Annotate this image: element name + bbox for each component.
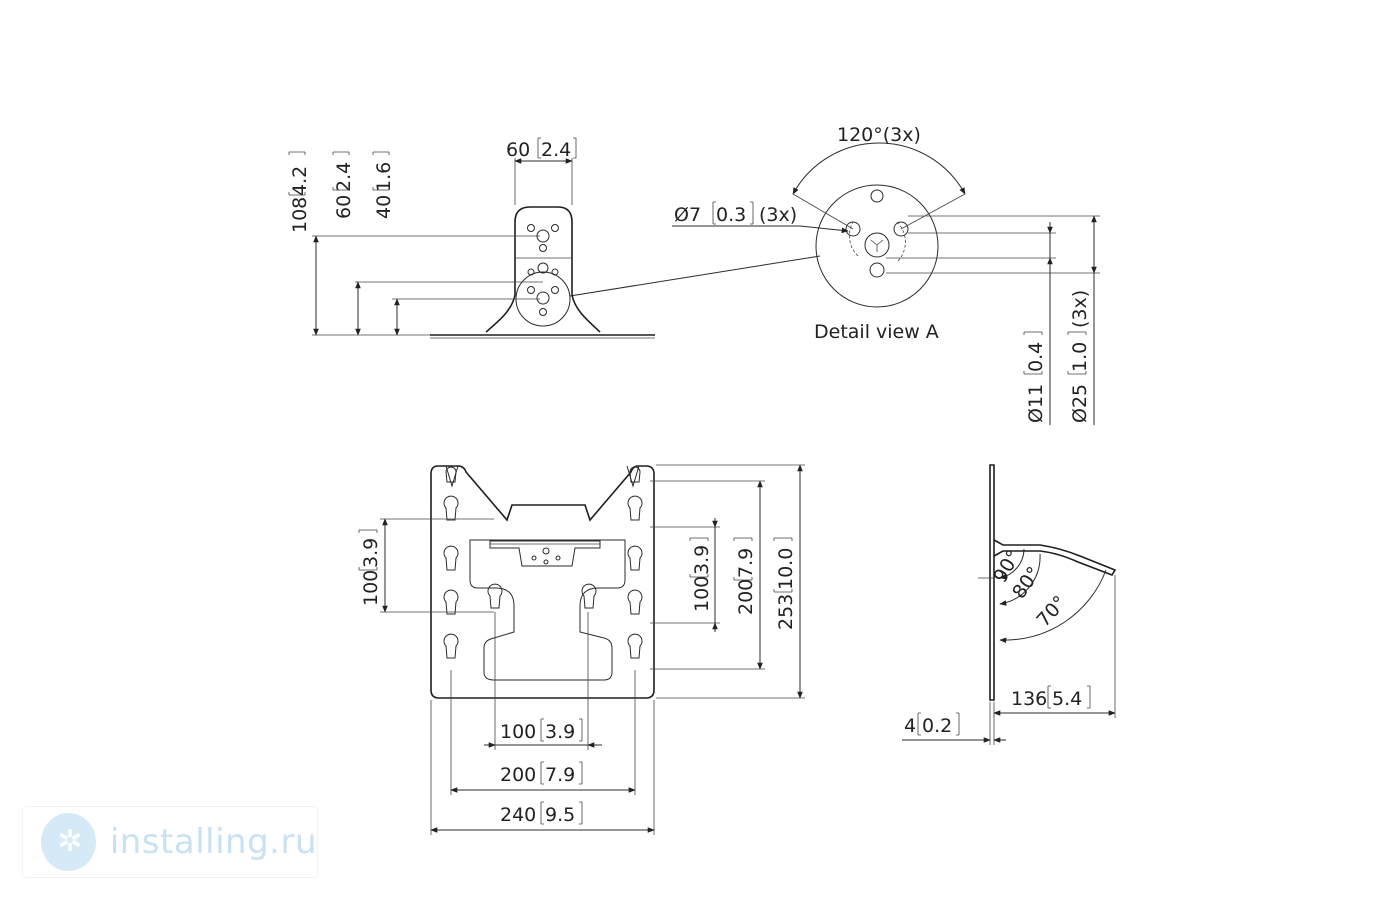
dim-100-bottom-in: 3.9 (545, 721, 575, 743)
dim-100-bottom-mm: 100 (500, 721, 536, 743)
detail-view-a: 120°(3x) Ø7 0.3 (3x) Detail view A Ø11 0… (672, 124, 1100, 425)
front-view: 100 3.9 100 3.9 200 7.9 253 10.0 100 3.9 (358, 464, 805, 835)
dim-136-in: 5.4 (1052, 688, 1082, 710)
dim-200-bottom-in: 7.9 (545, 764, 575, 786)
dim-200-bottom-mm: 200 (500, 764, 536, 786)
dim-dia25-count: (3x) (1069, 290, 1091, 328)
dim-108-in: 4.2 (289, 166, 311, 196)
dim-240-in: 9.5 (545, 804, 575, 826)
dim-100-mid-mm: 100 (691, 576, 713, 612)
dim-108: 108 4.2 (289, 166, 311, 233)
dim-253-in: 10.0 (775, 548, 797, 590)
dim-4-mm: 4 (904, 715, 916, 737)
dim-100-mid-in: 3.9 (691, 545, 713, 575)
dim-100-left-in: 3.9 (360, 538, 382, 568)
dim-60v-mm: 60 (333, 195, 355, 219)
dim-60h-mm: 60 (506, 139, 530, 161)
dim-dia25-in: 1.0 (1069, 342, 1091, 372)
dim-4-in: 0.2 (922, 715, 952, 737)
dim-240-mm: 240 (500, 804, 536, 826)
dim-136-mm: 136 (1011, 688, 1047, 710)
dim-dia7: Ø7 (674, 204, 701, 226)
dim-60v-in: 2.4 (333, 162, 355, 192)
dim-100-left-mm: 100 (360, 570, 382, 606)
dim-40-in: 1.6 (373, 162, 395, 192)
dim-200-right-mm: 200 (735, 579, 757, 615)
side-view: 108 4.2 60 2.4 40 1.6 60 2.4 (288, 137, 821, 339)
dim-200-right-in: 7.9 (735, 548, 757, 578)
dim-40-mm: 40 (373, 195, 395, 219)
dim-dia11: Ø11 (1025, 384, 1047, 423)
dim-angle-120: 120°(3x) (837, 124, 921, 146)
dim-60h-in: 2.4 (541, 139, 571, 161)
dim-60v: 60 2.4 (333, 162, 355, 219)
dim-angle-70: 70° (1032, 592, 1071, 632)
watermark-text: installing.ru (109, 822, 317, 862)
dim-253-mm: 253 (775, 594, 797, 630)
dim-dia7-in: 0.3 (716, 204, 746, 226)
dim-40: 40 1.6 (373, 162, 395, 219)
dim-108-mm: 108 (289, 197, 311, 233)
dim-dia25: Ø25 (1069, 384, 1091, 423)
snowflake-icon (41, 813, 99, 871)
profile-view: 90° 80° 70° 136 5.4 4 0.2 (902, 464, 1117, 745)
detail-view-label: Detail view A (814, 321, 939, 343)
dim-dia7-count: (3x) (759, 204, 797, 226)
dim-dia11-in: 0.4 (1025, 342, 1047, 372)
watermark: installing.ru (22, 806, 318, 878)
